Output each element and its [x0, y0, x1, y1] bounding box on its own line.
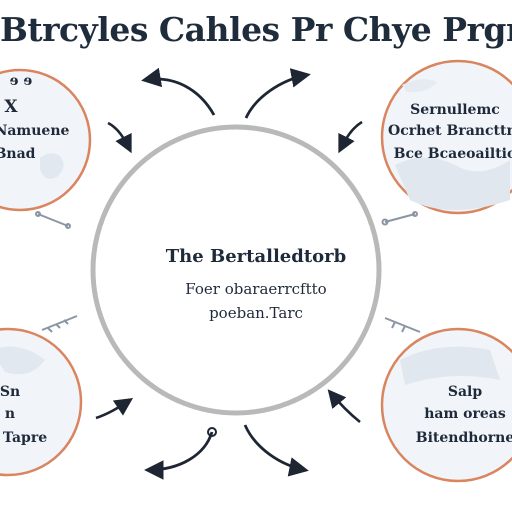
diagram-title: Btrcyles Cahles Pr Chye Prgn — [0, 10, 512, 49]
node-top-right-line-1: Sernullemc — [410, 102, 500, 118]
node-bottom-left-line-3: Tapre — [2, 430, 48, 446]
dot-mark-bottom — [207, 427, 217, 437]
node-bottom-right — [380, 327, 512, 483]
node-top-right-line-2: Ocrhet Brancttne — [388, 123, 512, 139]
connector-mark-right-upper — [381, 211, 418, 226]
arrow-right-upper — [338, 120, 363, 154]
center-line-3: poeban.Tarc — [209, 304, 303, 322]
arrow-bottom-center-right — [243, 424, 309, 477]
node-top-left-line-4: Bnad — [0, 146, 36, 162]
central-ring — [90, 124, 382, 416]
node-bottom-right-line-1: Salp — [447, 384, 483, 400]
node-top-left-line-3: Namuene — [0, 123, 70, 139]
node-bottom-right-line-2: ham oreas — [424, 406, 506, 422]
node-bottom-right-line-3: Bitendhorne — [415, 430, 512, 446]
arrow-top-center-left — [141, 67, 216, 116]
node-bottom-left-line-2: n — [4, 406, 16, 422]
node-top-right-line-3: Bce Bcaeoailtio — [393, 146, 512, 162]
arrow-bottom-center-left — [144, 431, 214, 480]
connector-mark-left-upper — [35, 211, 71, 229]
node-top-left-line-2: X — [4, 97, 18, 117]
arrow-left-upper — [107, 121, 132, 154]
node-top-left-line-1: ɘ ɘ — [9, 73, 33, 89]
node-top-right — [380, 59, 512, 215]
arrow-right-lower — [327, 389, 361, 424]
node-bottom-left-line-1: Sn — [0, 384, 21, 400]
connector-mark-left-lower — [41, 315, 78, 333]
center-line-2: Foer obaraerrcftto — [185, 280, 327, 298]
node-top-left — [0, 68, 92, 212]
arrow-left-lower — [95, 397, 134, 420]
connector-mark-right-lower — [384, 317, 421, 333]
node-bottom-left — [0, 327, 83, 477]
center-title: The Bertalledtorb — [165, 246, 347, 267]
arrow-top-center-right — [244, 68, 311, 119]
